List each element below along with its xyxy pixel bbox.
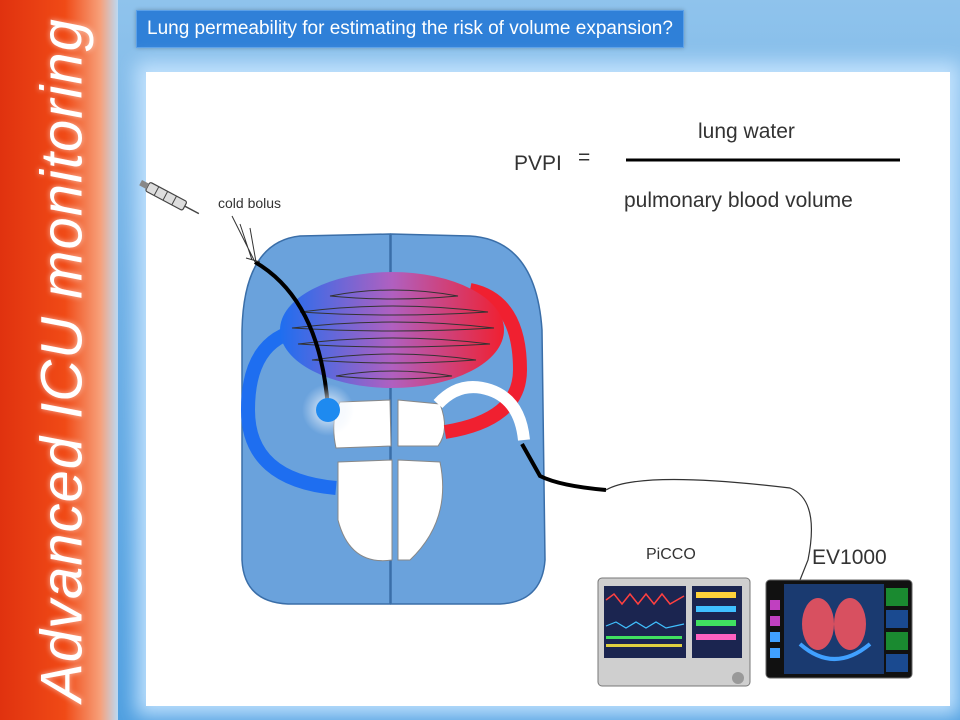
syringe-icon [139, 180, 200, 215]
ev1000-label: EV1000 [812, 546, 887, 569]
venous-return-vessel [240, 323, 337, 495]
picco-monitor [597, 577, 751, 687]
bolus-lines [231, 215, 261, 263]
heart-chamber-lv [397, 459, 444, 561]
formula-lhs: PVPI [514, 152, 562, 175]
heart-chamber-la [397, 399, 445, 447]
picco-label: PiCCO [646, 546, 696, 563]
formula-denominator: pulmonary blood volume [624, 189, 853, 212]
lung-diagram [231, 215, 813, 605]
ev1000-monitor [765, 579, 913, 679]
heart-chamber-rv [337, 459, 393, 562]
pulmonary-capillaries [291, 289, 495, 380]
central-venous-catheter [253, 260, 330, 409]
thermistor-dot [316, 398, 340, 422]
pulmonary-bed [280, 272, 504, 388]
formula-numerator: lung water [698, 120, 795, 143]
arterial-catheter [520, 443, 607, 492]
cold-bolus-label: cold bolus [218, 195, 282, 211]
monitor-cable [605, 478, 813, 581]
aorta-vessel [433, 381, 530, 441]
formula-equals: = [578, 146, 591, 169]
sidebar: Advanced ICU monitoring [0, 0, 118, 720]
arterial-vessel [443, 283, 528, 439]
slide-title: Lung permeability for estimating the ris… [136, 10, 684, 48]
